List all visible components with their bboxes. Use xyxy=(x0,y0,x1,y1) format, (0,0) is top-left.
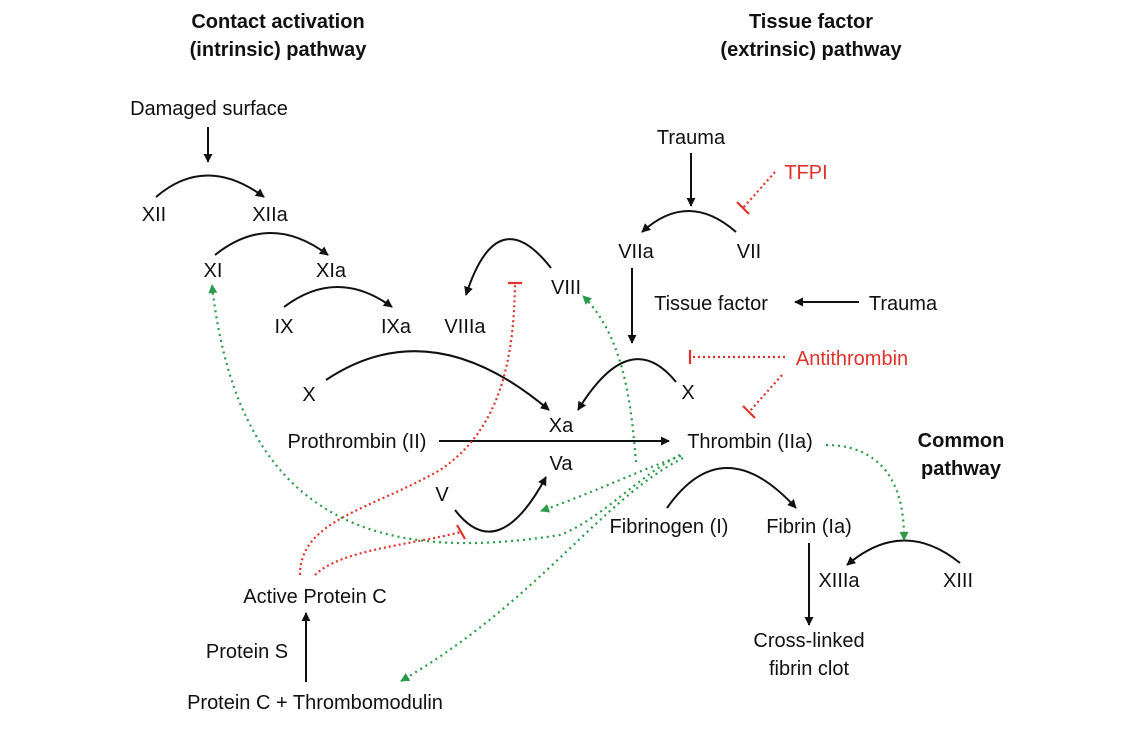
intrinsic-pathway-header: Contact activation (intrinsic) pathway xyxy=(190,11,368,61)
node-fibrin: Fibrin (Ia) xyxy=(766,516,852,538)
node-damaged-surface: Damaged surface xyxy=(130,98,288,120)
activation-arrows xyxy=(155,127,961,682)
node-v: V xyxy=(435,484,449,506)
feedback-lines xyxy=(208,284,909,682)
inhibit-active-protein-c-to-viiia xyxy=(298,282,517,576)
arrow-xi-to-xia xyxy=(214,232,329,256)
node-viii: VIII xyxy=(551,277,581,299)
common-header-line2: pathway xyxy=(921,458,1002,480)
extrinsic-header-line1: Tissue factor xyxy=(749,11,873,33)
node-trauma-right: Trauma xyxy=(869,293,938,315)
arrow-x-left-to-xa xyxy=(325,350,550,411)
inhibit-bar-antithrombin-thrombin xyxy=(742,405,756,419)
node-viia: VIIa xyxy=(618,241,654,263)
inhibit-antithrombin-to-thrombin xyxy=(748,374,783,413)
feedback-thrombin-to-xiii xyxy=(825,443,909,541)
node-antithrombin: Antithrombin xyxy=(796,348,908,370)
node-thrombin: Thrombin (IIa) xyxy=(687,431,813,453)
node-prothrombin: Prothrombin (II) xyxy=(288,431,427,453)
node-protein-s: Protein S xyxy=(206,641,288,663)
arrow-x-right-to-xa xyxy=(577,358,677,411)
node-xiiia: XIIIa xyxy=(818,570,860,592)
node-viiia: VIIIa xyxy=(444,316,486,338)
extrinsic-header-line2: (extrinsic) pathway xyxy=(720,39,902,61)
node-x-left: X xyxy=(302,384,315,406)
clot-line2: fibrin clot xyxy=(769,658,849,680)
node-active-protein-c: Active Protein C xyxy=(243,586,386,608)
node-tissue-factor: Tissue factor xyxy=(654,293,768,315)
feedback-thrombin-to-protein-c xyxy=(400,457,684,682)
node-xia: XIa xyxy=(316,260,347,282)
common-header-line1: Common xyxy=(918,430,1005,452)
node-xi: XI xyxy=(204,260,223,282)
node-ix: IX xyxy=(275,316,294,338)
arrow-vii-to-viia xyxy=(641,210,737,233)
node-xii: XII xyxy=(142,204,166,226)
inhibit-active-protein-c-to-v xyxy=(314,530,462,576)
node-xiia: XIIa xyxy=(252,204,288,226)
node-cross-linked-fibrin-clot: Cross-linked fibrin clot xyxy=(753,630,864,680)
node-xiii: XIII xyxy=(943,570,973,592)
feedback-thrombin-to-viii xyxy=(582,295,638,463)
arrow-fibrinogen-to-fibrin xyxy=(666,467,797,509)
inhibit-bar-tfpi xyxy=(736,201,750,215)
arrow-xii-to-xiia xyxy=(155,174,265,198)
feedback-thrombin-to-xi xyxy=(208,284,681,545)
arrow-v-to-va xyxy=(454,476,547,533)
clot-line1: Cross-linked xyxy=(753,630,864,652)
arrow-viii-to-viiia xyxy=(464,238,552,296)
node-trauma-top: Trauma xyxy=(657,127,726,149)
extrinsic-pathway-header: Tissue factor (extrinsic) pathway xyxy=(720,11,902,61)
intrinsic-header-line2: (intrinsic) pathway xyxy=(190,39,368,61)
node-ixa: IXa xyxy=(381,316,412,338)
common-pathway-header: Common pathway xyxy=(918,430,1005,480)
inhibit-tfpi-to-vii xyxy=(742,171,776,209)
inhibit-bar-v xyxy=(456,524,466,540)
node-va: Va xyxy=(550,453,574,475)
intrinsic-header-line1: Contact activation xyxy=(191,11,364,33)
node-xa: Xa xyxy=(549,415,574,437)
node-fibrinogen: Fibrinogen (I) xyxy=(610,516,729,538)
node-vii: VII xyxy=(737,241,761,263)
node-x-right: X xyxy=(681,382,694,404)
node-tfpi: TFPI xyxy=(784,162,827,184)
arrow-xiii-to-xiiia xyxy=(846,539,961,566)
inhibition-lines xyxy=(298,171,785,576)
arrow-ix-to-ixa xyxy=(283,286,393,308)
node-protein-c-thrombomodulin: Protein C + Thrombomodulin xyxy=(187,692,443,714)
